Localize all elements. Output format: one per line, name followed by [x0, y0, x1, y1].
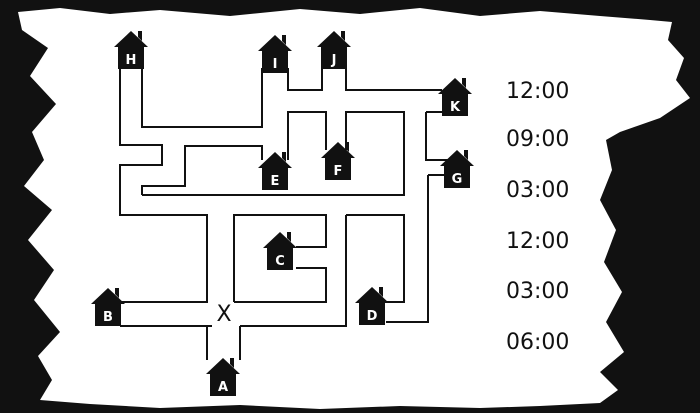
- house-h-label: H: [126, 53, 137, 68]
- time-1: 12:00: [506, 79, 569, 104]
- house-h-icon: [114, 31, 148, 69]
- house-b-icon: [91, 288, 125, 326]
- time-6: 06:00: [506, 330, 569, 355]
- house-a: A: [206, 358, 240, 396]
- house-a-label: A: [218, 380, 228, 395]
- house-k-icon: [438, 78, 472, 116]
- house-j-icon: [317, 31, 351, 69]
- house-k: K: [438, 78, 472, 116]
- house-c-label: C: [275, 254, 285, 269]
- house-d: D: [355, 287, 389, 325]
- house-e-label: E: [271, 174, 280, 189]
- house-c-icon: [263, 232, 297, 270]
- house-j: J: [317, 31, 351, 69]
- house-d-label: D: [367, 309, 378, 324]
- house-e-icon: [258, 152, 292, 190]
- house-f: F: [321, 142, 355, 180]
- start-marker-x: X: [216, 302, 231, 327]
- house-b: B: [91, 288, 125, 326]
- house-a-icon: [206, 358, 240, 396]
- house-d-icon: [355, 287, 389, 325]
- house-h: H: [114, 31, 148, 69]
- time-2: 09:00: [506, 127, 569, 152]
- house-c: C: [263, 232, 297, 270]
- house-k-label: K: [450, 100, 461, 115]
- house-g: G: [440, 150, 474, 188]
- time-list: 12:00 09:00 03:00 12:00 03:00 06:00: [506, 79, 569, 355]
- house-b-label: B: [103, 310, 113, 325]
- house-i-icon: [258, 35, 292, 73]
- house-g-icon: [440, 150, 474, 188]
- house-i-label: I: [273, 57, 278, 72]
- house-i: I: [258, 35, 292, 73]
- house-e: E: [258, 152, 292, 190]
- house-j-label: J: [331, 53, 337, 68]
- maze-paths: [119, 68, 449, 360]
- house-g-label: G: [452, 172, 463, 187]
- time-4: 12:00: [506, 229, 569, 254]
- time-5: 03:00: [506, 279, 569, 304]
- house-f-icon: [321, 142, 355, 180]
- house-f-label: F: [334, 164, 343, 179]
- time-3: 03:00: [506, 178, 569, 203]
